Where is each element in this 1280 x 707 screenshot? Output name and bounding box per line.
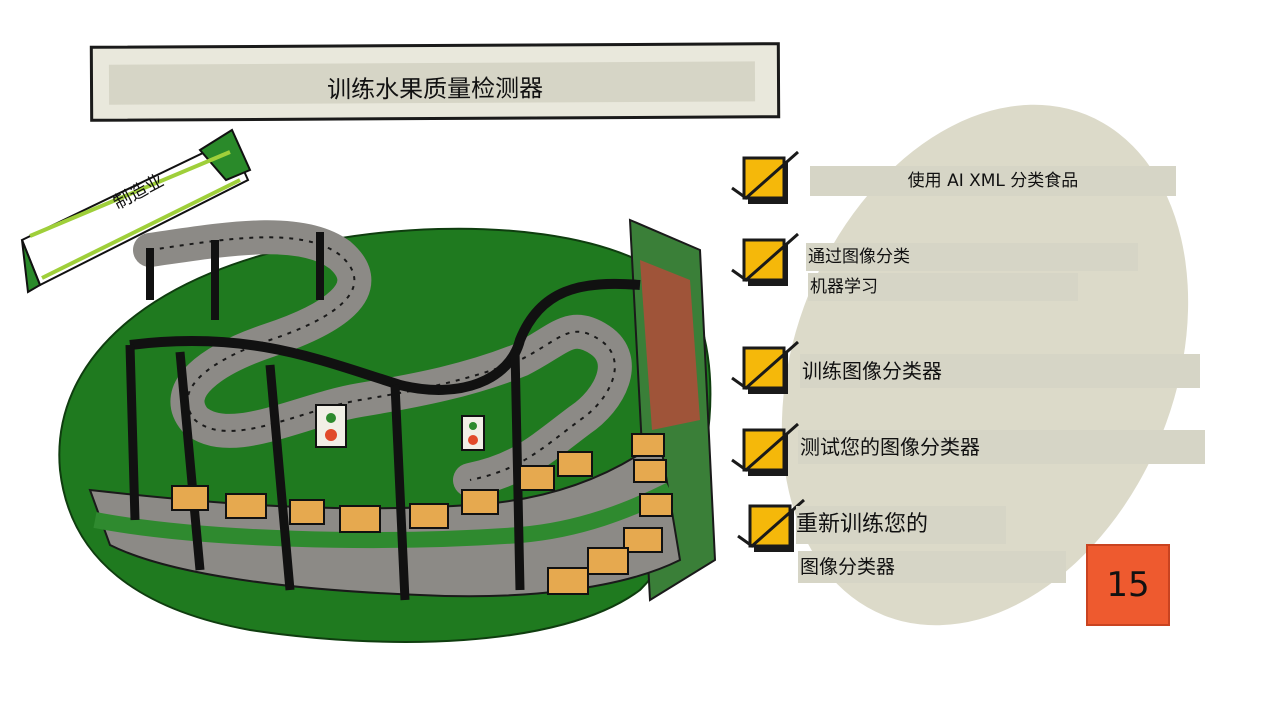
- checked-box-icon: [731, 422, 799, 476]
- checklist-item-5-line-2: 图像分类器: [798, 551, 1066, 583]
- checked-box-icon: [731, 150, 799, 204]
- checklist-item-2-line-2: 机器学习: [808, 273, 1078, 301]
- page-number: 15: [1106, 565, 1150, 605]
- checklist-item-3: 训练图像分类器: [800, 354, 1200, 388]
- page-number-badge: 15: [1086, 544, 1170, 626]
- checklist-item-4: 测试您的图像分类器: [798, 430, 1205, 464]
- checked-box-icon: [731, 232, 799, 286]
- checked-box-icon: [737, 498, 805, 552]
- checklist-item-2-line-1: 通过图像分类: [806, 243, 1138, 271]
- checklist-item-1: 使用 AI XML 分类食品: [810, 166, 1176, 196]
- checklist-item-5-line-1: 重新训练您的: [796, 506, 1006, 544]
- checked-box-icon: [731, 340, 799, 394]
